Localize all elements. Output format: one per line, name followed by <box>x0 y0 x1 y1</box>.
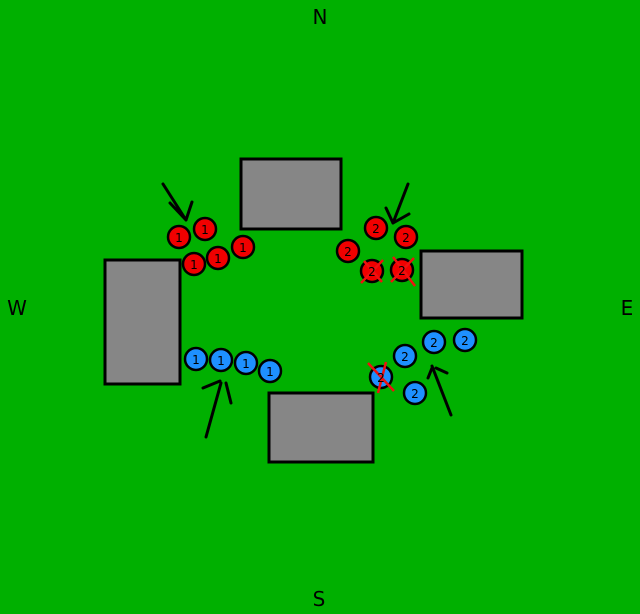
svg-text:1: 1 <box>190 258 198 272</box>
building-east <box>419 249 524 320</box>
svg-text:1: 1 <box>201 223 209 237</box>
arrow-red-2 <box>384 182 411 225</box>
blue-unit-2-eliminated[interactable]: 2 <box>367 361 395 394</box>
blue-unit-1[interactable]: 1 <box>257 358 283 384</box>
svg-text:1: 1 <box>217 354 225 368</box>
building-north <box>239 157 343 231</box>
svg-text:1: 1 <box>175 231 183 245</box>
arrow-blue-1 <box>201 379 233 439</box>
arrow-red-1 <box>161 182 194 222</box>
svg-text:2: 2 <box>401 350 409 364</box>
red-unit-2-eliminated[interactable]: 2 <box>389 256 416 287</box>
red-unit-1[interactable]: 1 <box>166 224 192 250</box>
compass-south: S <box>313 587 326 611</box>
building-south <box>267 391 375 464</box>
blue-unit-1[interactable]: 1 <box>233 350 259 376</box>
compass-east: E <box>621 296 634 320</box>
svg-text:2: 2 <box>461 334 469 348</box>
red-unit-2-eliminated[interactable]: 2 <box>359 258 385 284</box>
svg-text:2: 2 <box>372 222 380 236</box>
blue-unit-2[interactable]: 2 <box>392 343 418 369</box>
red-unit-2[interactable]: 2 <box>393 224 419 250</box>
svg-text:1: 1 <box>239 241 247 255</box>
svg-text:2: 2 <box>430 336 438 350</box>
blue-unit-1[interactable]: 1 <box>183 346 209 372</box>
blue-unit-2[interactable]: 2 <box>452 327 478 353</box>
red-unit-2[interactable]: 2 <box>363 215 389 241</box>
red-unit-1[interactable]: 1 <box>181 251 207 277</box>
svg-text:1: 1 <box>214 252 222 266</box>
arrow-blue-2 <box>426 364 453 417</box>
svg-text:2: 2 <box>377 371 385 385</box>
red-unit-1[interactable]: 1 <box>205 245 231 271</box>
svg-text:1: 1 <box>266 365 274 379</box>
svg-text:2: 2 <box>344 245 352 259</box>
cross-mark-icon <box>367 361 395 394</box>
building-west <box>103 258 182 386</box>
cross-mark-icon <box>360 259 384 284</box>
blue-unit-2[interactable]: 2 <box>421 329 447 355</box>
svg-text:2: 2 <box>398 264 406 278</box>
red-unit-1[interactable]: 1 <box>230 234 256 260</box>
cross-mark-icon <box>390 256 416 287</box>
compass-north: N <box>313 5 328 29</box>
svg-text:2: 2 <box>402 231 410 245</box>
red-unit-1[interactable]: 1 <box>192 216 218 242</box>
svg-text:2: 2 <box>411 387 419 401</box>
svg-text:2: 2 <box>368 265 376 279</box>
svg-text:1: 1 <box>192 353 200 367</box>
red-unit-2[interactable]: 2 <box>335 238 361 264</box>
compass-west: W <box>7 296 27 320</box>
blue-unit-2[interactable]: 2 <box>402 380 428 406</box>
blue-unit-1[interactable]: 1 <box>208 347 234 373</box>
svg-text:1: 1 <box>242 357 250 371</box>
